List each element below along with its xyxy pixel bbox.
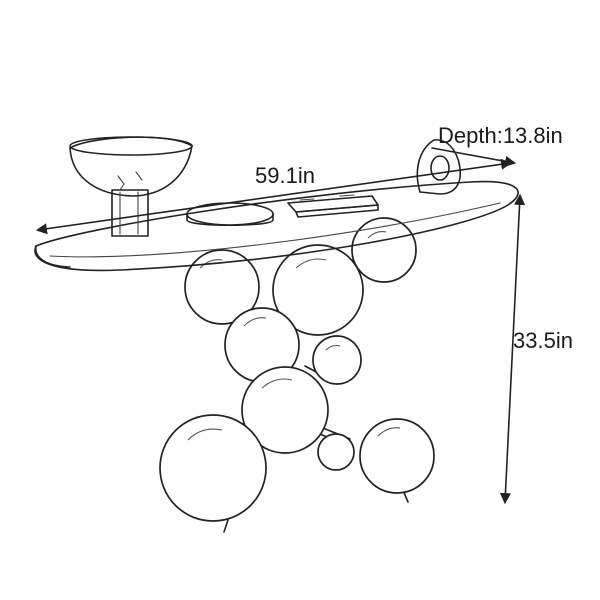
sphere-bottom-left bbox=[159, 414, 267, 522]
bowl-decor bbox=[69, 136, 193, 237]
tabletop bbox=[34, 180, 519, 272]
sphere-upper-center bbox=[272, 244, 364, 336]
width-label: 59.1in bbox=[255, 163, 315, 188]
sphere-base bbox=[159, 217, 435, 533]
height-label: 33.5in bbox=[513, 328, 573, 353]
sphere-middle-small bbox=[312, 335, 362, 385]
sphere-lower-right bbox=[359, 418, 435, 494]
sphere-center bbox=[241, 366, 329, 454]
depth-dimension-line bbox=[431, 147, 517, 167]
sphere-small-lower bbox=[317, 433, 355, 471]
depth-label: Depth:13.8in bbox=[438, 123, 563, 148]
sphere-upper-left bbox=[184, 249, 260, 325]
sphere-top-right bbox=[351, 217, 417, 283]
sphere-highlights bbox=[187, 231, 401, 441]
width-dimension-line bbox=[35, 158, 513, 235]
dimension-lines bbox=[35, 147, 526, 505]
height-dimension-line bbox=[499, 193, 526, 505]
